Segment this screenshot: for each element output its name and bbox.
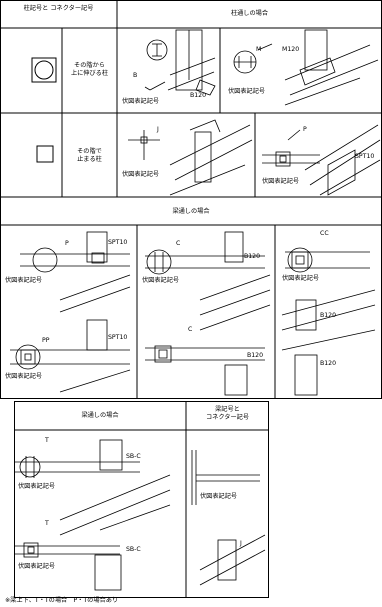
section3-right-title: 梁記号と コネクター記号 [205, 406, 250, 421]
s3-letter-t2: T [45, 520, 49, 527]
row1-dim-b120: B120 [190, 92, 207, 99]
diagram-spt10-p [262, 124, 381, 196]
row2-letter-p: P [303, 126, 307, 133]
header-col2: 柱通しの場合 [230, 10, 269, 17]
s2-dim-b120-c: B120 [320, 312, 337, 319]
s2-caption-b: 伏図表記記号 [142, 277, 180, 284]
row1-letter-b: B [133, 72, 138, 79]
diagram-s2-p [20, 231, 131, 313]
s3-caption-c: 伏図表記記号 [200, 493, 238, 500]
s3-letter-j: J [240, 540, 242, 547]
row1-label: その階から 上に伸びる柱 [70, 62, 109, 77]
s2-dim-b120-b: B120 [244, 253, 261, 260]
diagram-s2-cc [281, 247, 376, 396]
diagram-s2-pp [10, 319, 131, 393]
s2-caption-c: 伏図表記記号 [282, 275, 320, 282]
diagram-m120 [233, 29, 379, 106]
s2-letter-cc: CC [320, 230, 329, 237]
s2-dim-b120-f: B120 [320, 360, 337, 367]
diagram-s2-c-square [145, 304, 271, 396]
row2-letter-j: J [157, 126, 159, 133]
s2-caption-d: 伏図表記記号 [5, 373, 43, 380]
s3-caption-a: 伏図表記記号 [18, 483, 56, 490]
diagram-s3-t1 [15, 439, 171, 536]
row1-caption1: 伏図表記記号 [122, 98, 160, 105]
footnote: ※梁上下、T・Tの場合 P・Tの場合あり [5, 597, 119, 604]
row1-dim-m120: M120 [282, 46, 300, 53]
header-col1: 柱記号と コネクター記号 [23, 5, 94, 12]
s3-dim-sbc1: SB-C [126, 453, 141, 460]
s3-caption-b: 伏図表記記号 [18, 563, 56, 570]
row2-dim-spt10: SPT10 [355, 153, 375, 160]
section2-title: 梁通しの場合 [172, 208, 210, 215]
s2-dim-spt10-a: SPT10 [108, 239, 128, 246]
row1-letter-m: M [256, 46, 262, 53]
row2-label: その階で 止まる柱 [77, 148, 102, 163]
diagram-s3-t2 [15, 504, 171, 591]
section3-left-title: 梁通しの場合 [81, 412, 119, 419]
row2-caption1: 伏図表記記号 [122, 171, 160, 178]
stopping-column-symbol [36, 145, 54, 163]
through-column-symbol [31, 57, 57, 83]
diagram-s3-beam [191, 450, 266, 586]
row2-caption2: 伏図表記記号 [262, 178, 300, 185]
s2-letter-p: P [65, 240, 69, 247]
diagram-j [128, 119, 253, 196]
s2-letter-pp: PP [42, 337, 50, 344]
row1-caption2: 伏図表記記号 [228, 88, 266, 95]
diagram-s2-c-circle [145, 231, 271, 316]
s2-letter-c2: C [188, 326, 193, 333]
s2-dim-b120-e: B120 [247, 352, 264, 359]
diagram-b120 [144, 29, 216, 96]
s3-letter-t1: T [45, 437, 49, 444]
s3-dim-sbc2: SB-C [126, 546, 141, 553]
s2-dim-spt10-d: SPT10 [108, 334, 128, 341]
s2-letter-c1: C [176, 240, 181, 247]
s2-caption-a: 伏図表記記号 [5, 277, 43, 284]
